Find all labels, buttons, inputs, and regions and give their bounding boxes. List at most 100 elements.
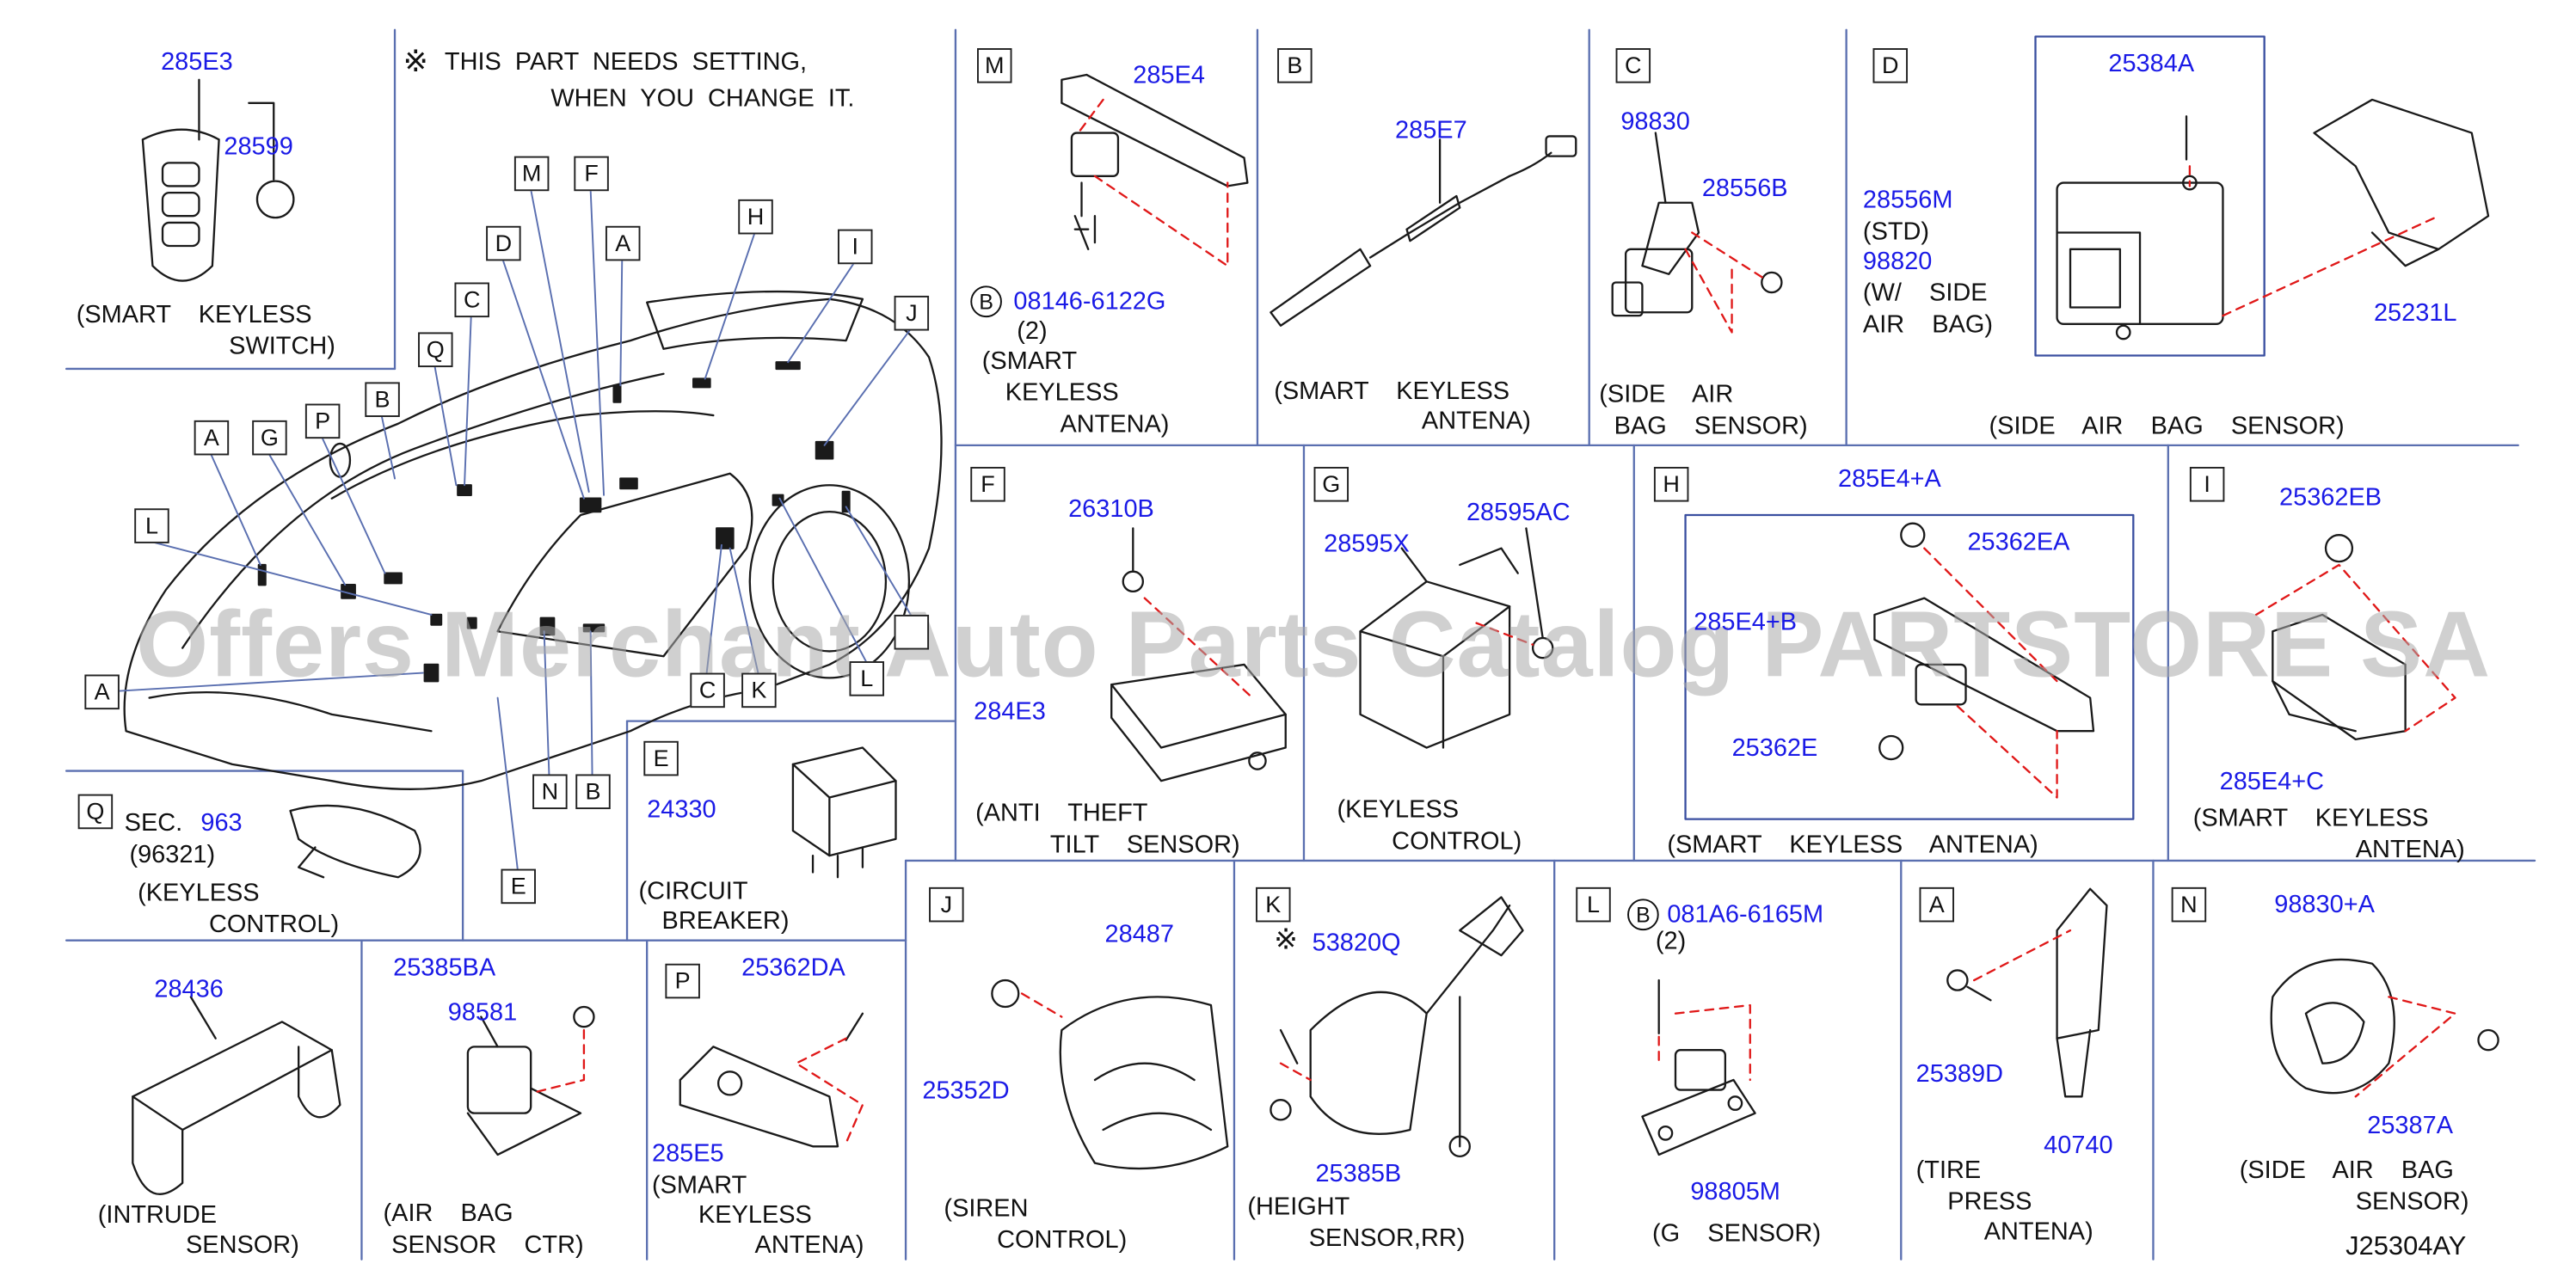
panel-letter: D	[1872, 48, 1909, 83]
panel-j-part	[991, 978, 1229, 1170]
callout-d: D	[486, 225, 521, 261]
panel-letter: I	[2189, 466, 2225, 502]
panel-e-part	[791, 746, 897, 879]
part-number: 28487	[1104, 920, 1174, 949]
drawing-number: J25304AY	[2345, 1232, 2467, 1261]
caption: (SMART KEYLESS ANTENA)	[1667, 831, 2038, 859]
smart-keyless-fob	[141, 78, 295, 282]
part-number: 25389D	[1915, 1059, 2003, 1089]
callout-f: F	[574, 156, 609, 192]
callout-b: B	[365, 382, 400, 418]
caption: CONTROL)	[1392, 827, 1522, 856]
part-note: (STD)	[1862, 218, 1930, 246]
part-number: 25231L	[2373, 298, 2457, 328]
caption: TILT SENSOR)	[1049, 831, 1240, 859]
panel-k-part	[1270, 896, 1524, 1158]
part-number: 25362EB	[2279, 483, 2382, 512]
part-number: 24330	[647, 795, 716, 825]
caption: (SIREN	[944, 1194, 1029, 1224]
caption: CONTROL)	[997, 1226, 1128, 1255]
callout-a: A	[84, 674, 120, 710]
panel-g-part	[1359, 527, 1554, 749]
panel-c-part	[1611, 132, 1783, 317]
part-number: 285E3	[161, 48, 233, 77]
panel-letter: K	[1256, 886, 1291, 923]
intrude-part	[132, 996, 341, 1195]
callout-l: L	[134, 508, 169, 543]
panel-d-part	[2056, 98, 2490, 340]
caption: ANTENA)	[1060, 410, 1170, 439]
part-number: 28556M	[1862, 186, 1953, 215]
callout-k: K	[741, 672, 777, 709]
caption: ANTENA)	[1421, 407, 1531, 436]
callout-e: E	[501, 868, 536, 905]
part-number: 53820Q	[1312, 929, 1401, 958]
part-number: 40740	[2044, 1131, 2113, 1160]
note-line1: THIS PART NEEDS SETTING,	[444, 48, 808, 77]
caption: (SIDE AIR	[1599, 380, 1734, 409]
part-number: 25362E	[1731, 734, 1818, 763]
panel-q-part	[289, 804, 421, 879]
panel-letter: Q	[77, 794, 114, 830]
vehicle-components	[257, 361, 851, 683]
caption: SENSOR,RR)	[1308, 1224, 1466, 1253]
panel-letter: L	[1576, 886, 1611, 923]
setting-symbol: ※	[1274, 923, 1298, 956]
sec-label: SEC.	[124, 809, 183, 837]
part-number: 285E5	[651, 1139, 724, 1169]
sub-number: (96321)	[129, 840, 216, 869]
part-number: 25385B	[1315, 1159, 1402, 1188]
panel-grid	[65, 28, 2536, 1261]
panel-letter: E	[643, 740, 679, 776]
panel-letter: J	[929, 886, 964, 923]
part-number: 98581	[447, 998, 518, 1028]
caption: (ANTI THEFT	[975, 799, 1148, 828]
panel-letter: C	[1615, 48, 1651, 83]
part-number: 08146-6122G	[1013, 287, 1166, 316]
sec-number: 963	[200, 809, 243, 837]
caption: (KEYLESS	[138, 879, 260, 908]
panel-letter: F	[970, 466, 1005, 502]
panel-f-part	[1110, 527, 1287, 782]
caption: SENSOR CTR)	[391, 1230, 584, 1260]
part-number: 25352D	[922, 1077, 1010, 1105]
caption: (KEYLESS	[1337, 795, 1460, 825]
caption: (AIR BAG	[383, 1199, 513, 1228]
caption: ANTENA)	[2355, 835, 2465, 864]
caption: SWITCH)	[229, 332, 335, 361]
part-number: 25362EA	[1967, 528, 2070, 557]
panel-l-part	[1641, 978, 1756, 1156]
part-number: 285E4	[1133, 61, 1205, 90]
vehicle-body	[123, 290, 943, 791]
quantity: (2)	[1655, 927, 1687, 956]
callout-j: J	[894, 295, 930, 331]
caption: SENSOR)	[186, 1230, 299, 1260]
panel-m-part	[1061, 73, 1249, 251]
callout-i: I	[837, 229, 873, 265]
panel-letter: H	[1653, 466, 1689, 502]
part-number: 25384A	[2108, 49, 2195, 78]
panel-letter: A	[1919, 886, 1955, 923]
caption: (SMART KEYLESS	[2192, 804, 2429, 833]
part-number: 25387A	[2367, 1111, 2454, 1140]
callout-p: P	[304, 403, 341, 439]
part-number: 284E3	[974, 697, 1046, 727]
caption: (SMART KEYLESS	[1274, 377, 1510, 406]
caption: KEYLESS	[698, 1201, 812, 1230]
callout-l: L	[849, 661, 884, 696]
part-number: 285E7	[1395, 116, 1467, 145]
panel-letter: P	[665, 963, 700, 999]
callout-g: G	[252, 420, 287, 456]
quantity: (2)	[1017, 317, 1048, 346]
panel-m-leaders	[1077, 98, 1229, 267]
panel-p-part	[679, 1012, 864, 1148]
note-symbol: ※	[403, 45, 428, 78]
part-note: (W/ SIDE	[1862, 279, 1988, 308]
part-number: 98820	[1862, 247, 1933, 276]
part-number: 25362DA	[741, 954, 845, 982]
part-number: 98805M	[1690, 1178, 1780, 1206]
part-number: 28436	[154, 975, 224, 1004]
part-number: 081A6-6165M	[1667, 900, 1824, 929]
callout-m: M	[513, 156, 550, 192]
